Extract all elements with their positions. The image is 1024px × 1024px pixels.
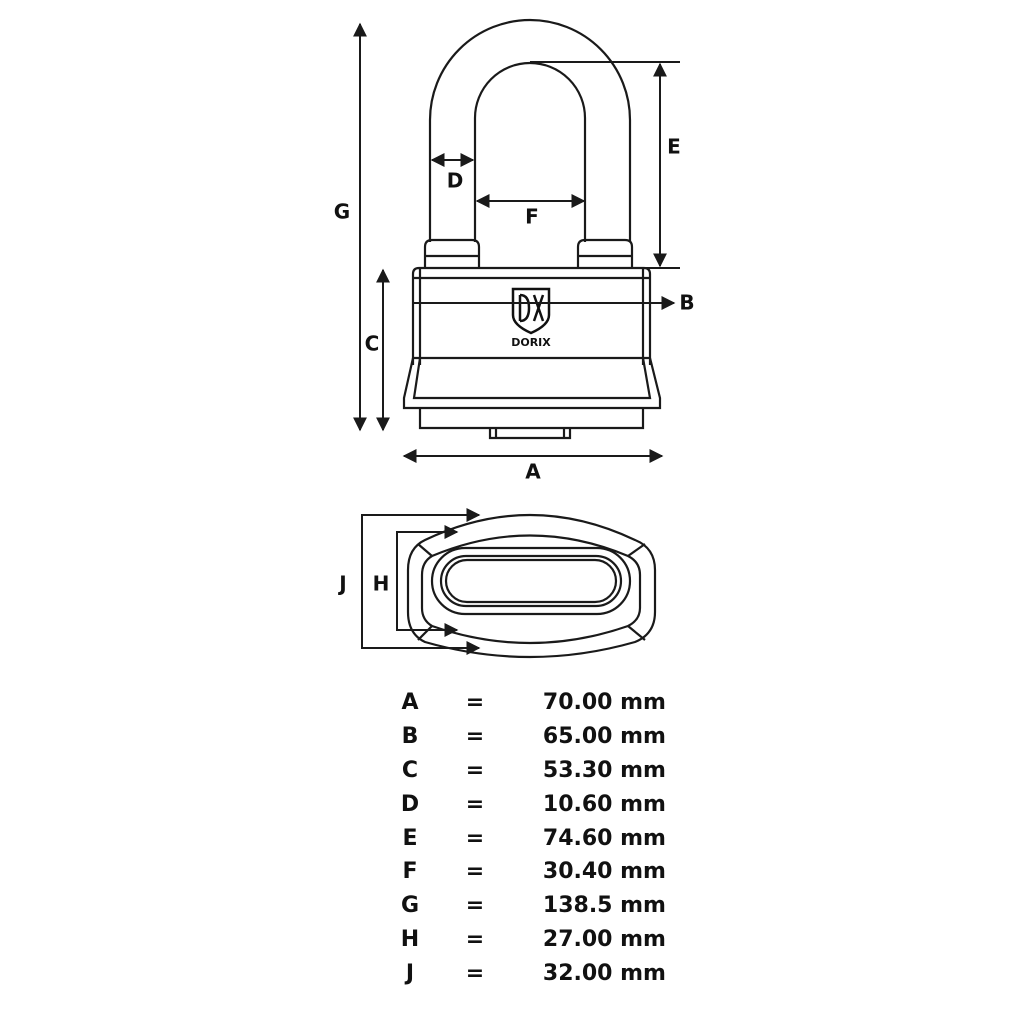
spec-row-h: H = 27.00 mm (380, 923, 680, 957)
spec-row-g: G = 138.5 mm (380, 889, 680, 923)
spec-value: 138.5 mm (542, 893, 666, 919)
dimension-e: E (530, 61, 681, 269)
dimensions-table: A = 70.00 mm B = 65.00 mm C = 53.30 mm D = 10.60… (380, 686, 680, 990)
dimension-f: F (475, 194, 586, 229)
spec-row-a: A = 70.00 mm (380, 686, 680, 720)
dimension-d: D (430, 153, 475, 193)
spec-value: 70.00 mm (542, 690, 666, 716)
padlock-front-view: DORIX (402, 18, 662, 440)
svg-text:J: J (337, 572, 346, 596)
spec-value: 65.00 mm (542, 724, 666, 750)
svg-text:A: A (525, 460, 541, 484)
svg-text:G: G (334, 200, 350, 224)
brand-name: DORIX (511, 336, 551, 349)
spec-equals: = (465, 791, 485, 817)
lock-body (411, 266, 652, 365)
spec-equals: = (465, 825, 485, 851)
spec-key: B (401, 724, 419, 750)
spec-row-f: F = 30.40 mm (380, 855, 680, 889)
spec-equals: = (465, 724, 485, 750)
spec-value: 74.60 mm (542, 825, 666, 851)
spec-key: E (402, 825, 418, 851)
spec-equals: = (465, 690, 485, 716)
spec-value: 53.30 mm (542, 757, 666, 783)
spec-key: J (405, 960, 415, 986)
spec-key: G (400, 893, 420, 919)
svg-text:E: E (667, 135, 681, 159)
dimension-c: C (365, 268, 390, 432)
spec-row-j: J = 32.00 mm (380, 956, 680, 990)
svg-text:B: B (679, 291, 694, 315)
shackle-collar-right (576, 238, 634, 268)
spec-key: C (401, 757, 419, 783)
shackle-collar-left (423, 238, 481, 268)
svg-text:F: F (525, 205, 539, 229)
keyway (488, 428, 572, 440)
dimension-h: H (373, 525, 459, 637)
svg-text:H: H (373, 572, 390, 596)
spec-value: 10.60 mm (542, 791, 666, 817)
spec-equals: = (465, 926, 485, 952)
dimension-j: J (337, 508, 481, 655)
dimension-b: B (413, 291, 695, 315)
svg-text:C: C (365, 332, 380, 356)
spec-row-e: E = 74.60 mm (380, 821, 680, 855)
lock-body-base (402, 357, 662, 430)
spec-equals: = (465, 960, 485, 986)
spec-key: F (402, 859, 418, 885)
spec-row-b: B = 65.00 mm (380, 720, 680, 754)
spec-row-c: C = 53.30 mm (380, 754, 680, 788)
spec-key: A (401, 690, 419, 716)
spec-key: D (400, 791, 420, 817)
spec-value: 30.40 mm (542, 859, 666, 885)
spec-equals: = (465, 757, 485, 783)
spec-equals: = (465, 893, 485, 919)
dimension-g: G (334, 22, 367, 432)
dimension-a: A (402, 449, 664, 484)
padlock-bottom-view (406, 513, 657, 659)
dorix-logo-icon (511, 287, 551, 335)
svg-text:D: D (447, 169, 464, 193)
spec-equals: = (465, 859, 485, 885)
spec-value: 32.00 mm (542, 960, 666, 986)
spec-row-d: D = 10.60 mm (380, 787, 680, 821)
spec-value: 27.00 mm (542, 926, 666, 952)
spec-key: H (400, 926, 420, 952)
